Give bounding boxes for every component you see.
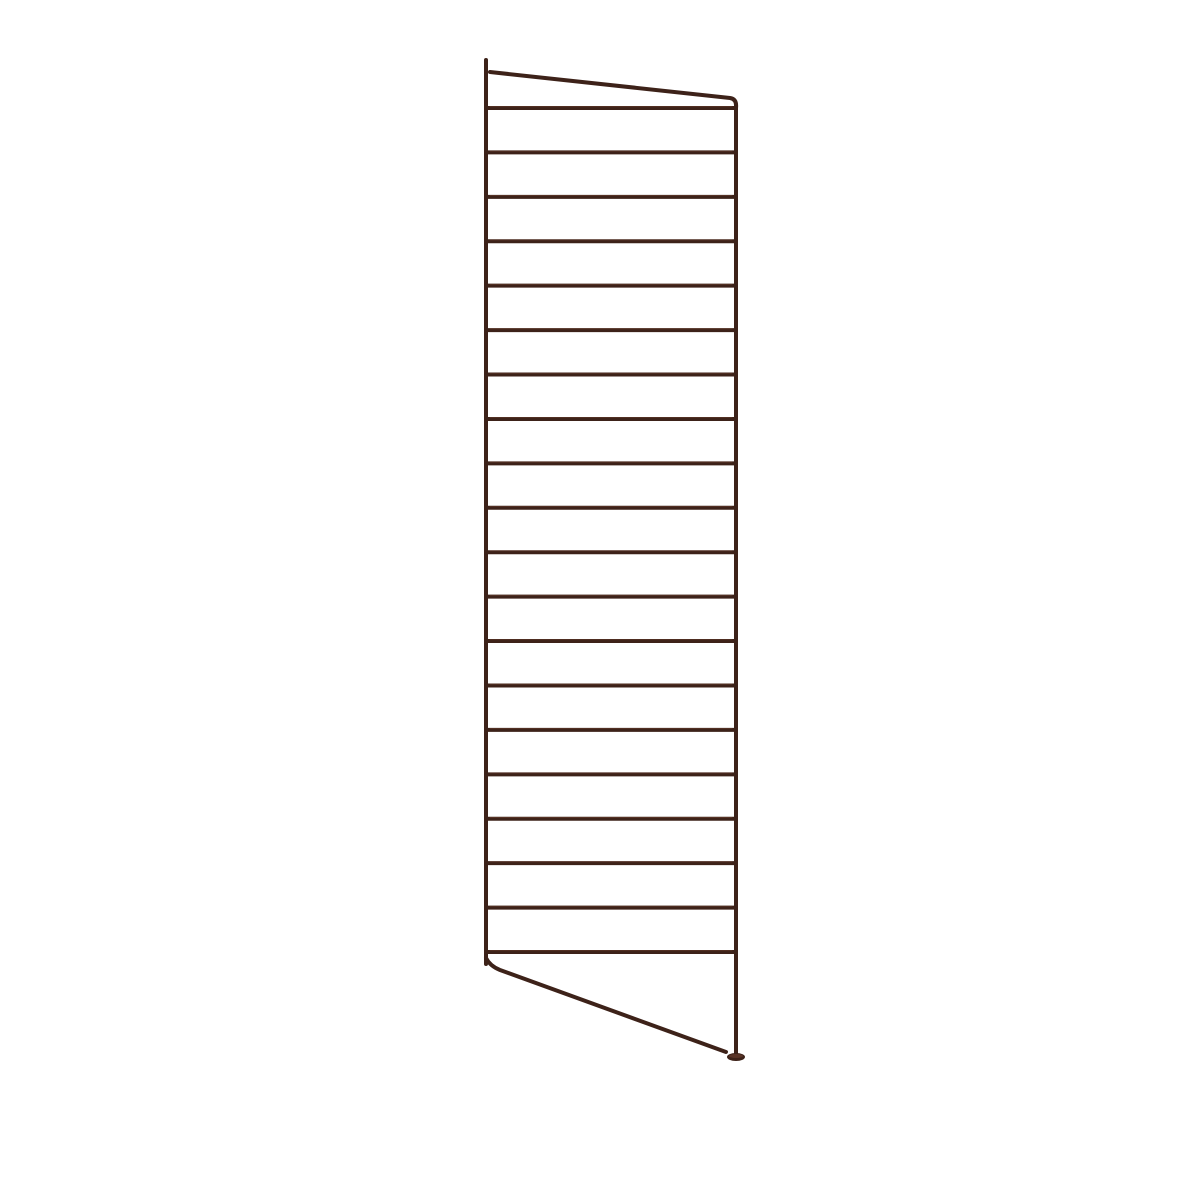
bottom-brace — [484, 956, 728, 1054]
foot-pad-highlight — [729, 1054, 743, 1058]
panel-rungs — [486, 106, 736, 954]
panel-frame — [484, 58, 739, 1057]
panel-foot — [727, 1053, 745, 1061]
